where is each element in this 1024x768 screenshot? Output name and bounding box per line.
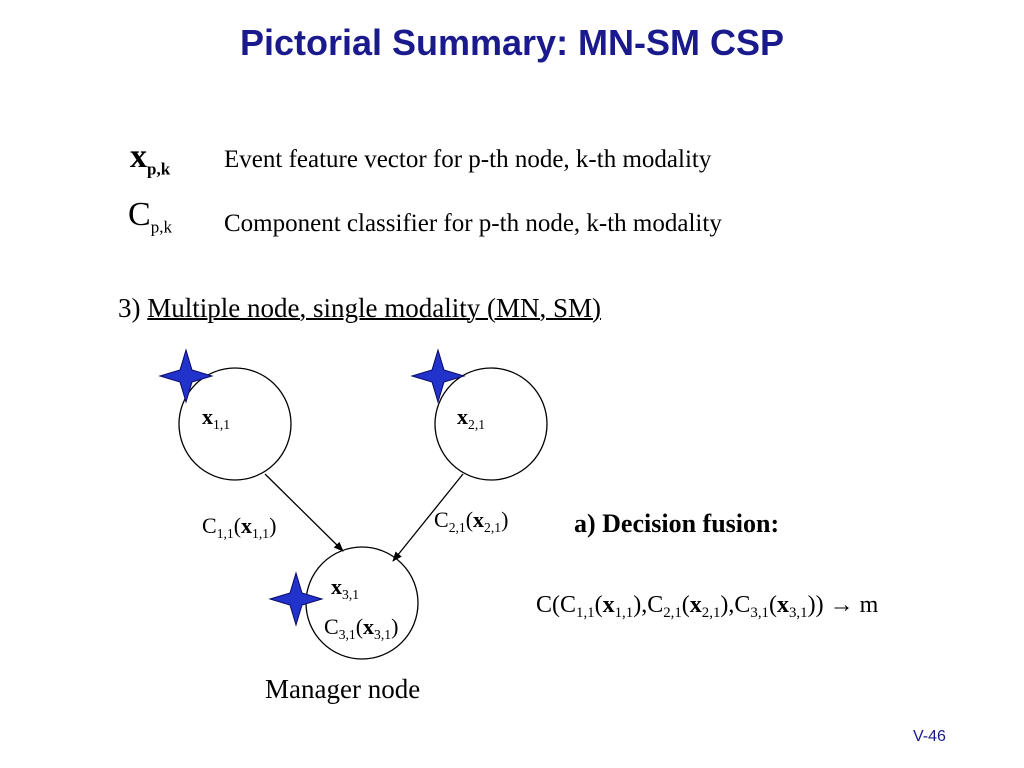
fusion-term-1-c-subscript: 1,1 — [576, 605, 595, 622]
edge-label-1-c-subscript: 1,1 — [216, 525, 234, 541]
manager-node-label: Manager node — [265, 674, 421, 704]
manager-node-circle — [305, 546, 419, 660]
legend-symbol-c-subscript: p,k — [150, 217, 172, 237]
node-circle-2 — [434, 367, 548, 481]
page-number: V-46 — [913, 728, 946, 745]
section-label: Multiple node, single modality (MN, SM) — [147, 293, 601, 323]
manager-classifier-x-subscript: 3,1 — [374, 626, 392, 642]
edge-label-1: C1,1(x1,1) — [202, 513, 277, 541]
manager-classifier-label: C3,1(x3,1) — [324, 614, 399, 642]
legend-symbol-x-subscript: p,k — [147, 159, 171, 179]
fusion-arrow: → — [829, 592, 854, 618]
manager-classifier-x: x — [363, 614, 375, 639]
node-label-2-subscript: 2,1 — [468, 416, 486, 432]
fusion-eq-prefix: C(C — [536, 592, 577, 618]
legend-symbol-c: Cp,k — [128, 196, 172, 236]
edge-label-2-c-subscript: 2,1 — [448, 519, 466, 535]
four-point-star-icon — [158, 348, 214, 404]
fusion-term-2-x-subscript: 2,1 — [701, 605, 721, 622]
edge-label-2-c: C — [434, 507, 449, 532]
node-label-1-symbol: x — [202, 404, 213, 429]
fusion-term-1-x: x — [602, 592, 615, 618]
legend-symbol-c-letter: C — [128, 196, 151, 233]
fusion-term-3-c-subscript: 3,1 — [750, 605, 769, 622]
edge-arrow-2 — [392, 473, 464, 562]
legend-symbol-x: xp,k — [130, 138, 170, 178]
manager-classifier-c: C — [324, 614, 339, 639]
legend-description-c: Component classifier for p-th node, k-th… — [224, 210, 722, 237]
edge-label-2: C2,1(x2,1) — [434, 507, 509, 535]
node-label-3-subscript: 3,1 — [342, 586, 360, 602]
fusion-title: a) Decision fusion: — [574, 509, 780, 538]
section-heading: 3) Multiple node, single modality (MN, S… — [118, 293, 601, 324]
legend-description-x: Event feature vector for p-th node, k-th… — [224, 146, 712, 173]
node-label-3-symbol: x — [331, 574, 342, 599]
section-number: 3) — [118, 293, 141, 323]
four-point-star-icon — [410, 348, 466, 404]
fusion-term-2-c-subscript: 2,1 — [663, 605, 682, 622]
edge-label-1-x: x — [241, 513, 253, 538]
edge-label-2-x: x — [473, 507, 485, 532]
fusion-term-3-x-subscript: 3,1 — [788, 605, 808, 622]
edge-arrow-1 — [264, 473, 344, 552]
four-point-star-icon — [268, 571, 324, 627]
page-title: Pictorial Summary: MN-SM CSP — [239, 22, 785, 63]
edge-label-1-x-subscript: 1,1 — [252, 525, 270, 541]
fusion-result: m — [859, 592, 879, 618]
node-label-1-subscript: 1,1 — [213, 416, 231, 432]
edge-label-2-x-subscript: 2,1 — [484, 519, 502, 535]
fusion-term-3-x: x — [776, 592, 789, 618]
manager-classifier-c-subscript: 3,1 — [338, 626, 356, 642]
node-circle-1 — [178, 367, 292, 481]
node-label-2: x2,1 — [457, 404, 486, 432]
node-label-2-symbol: x — [457, 404, 468, 429]
edge-label-1-c: C — [202, 513, 217, 538]
node-label-3: x3,1 — [331, 574, 360, 602]
legend-symbol-x-letter: x — [130, 138, 147, 175]
fusion-equation: C(C1,1(x1,1),C2,1(x2,1),C3,1(x3,1)) → m — [536, 592, 879, 622]
fusion-term-2-x: x — [689, 592, 702, 618]
node-label-1: x1,1 — [202, 404, 231, 432]
fusion-term-1-x-subscript: 1,1 — [614, 605, 634, 622]
